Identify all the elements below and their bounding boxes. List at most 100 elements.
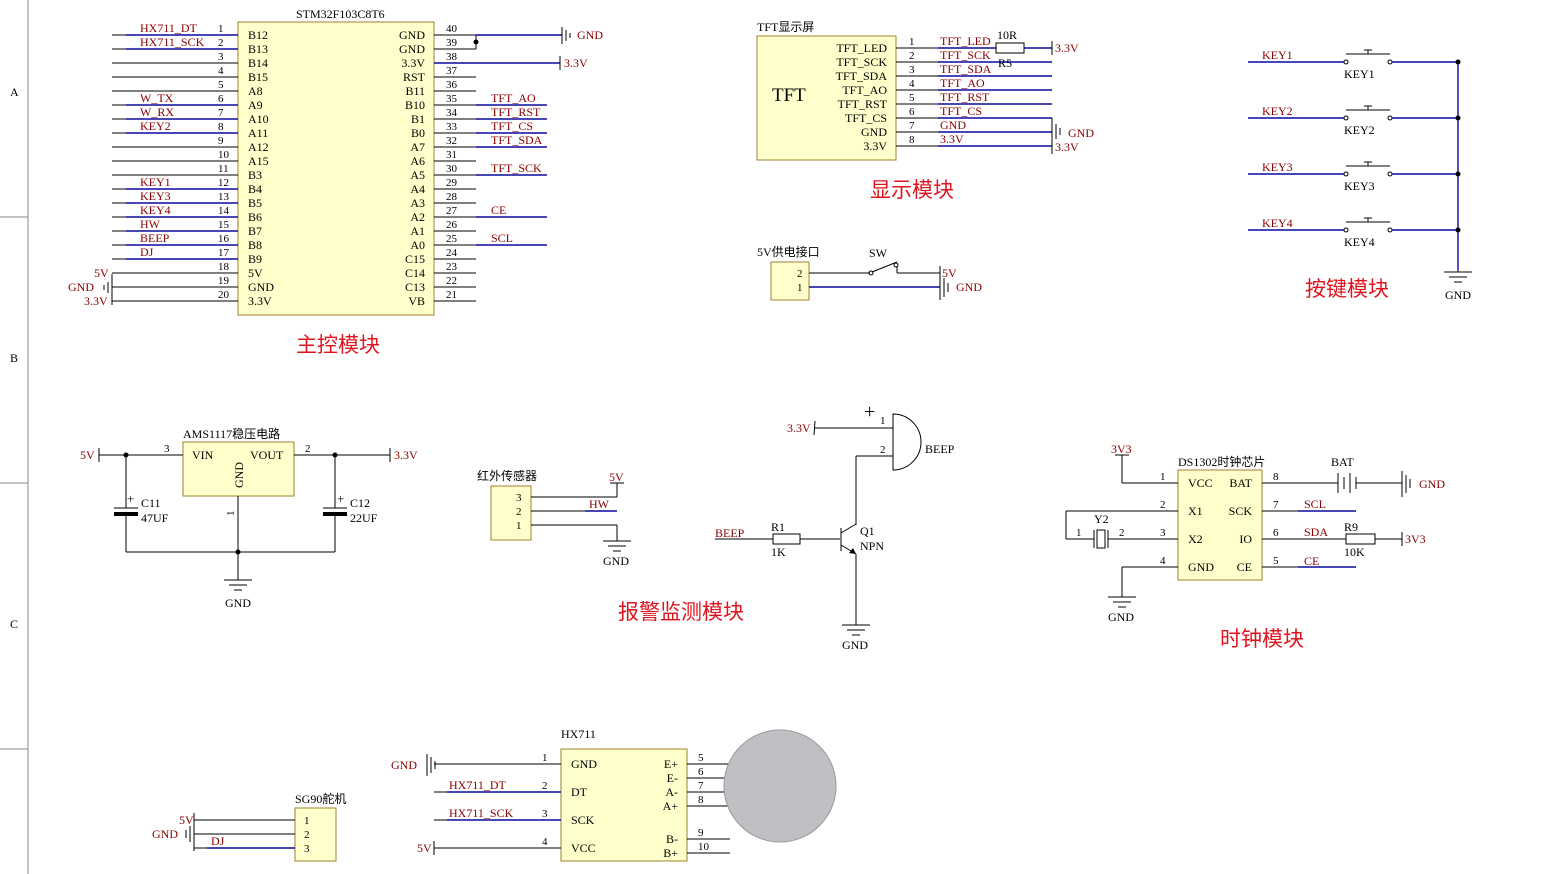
servo-pin2: 2	[304, 829, 310, 841]
ir-body	[490, 485, 532, 541]
r5-ref: R5	[998, 56, 1012, 70]
mcu-pin-name: 3.3V	[401, 56, 425, 70]
mcu-net-label: HX711_DT	[140, 21, 198, 35]
c12-value: 22UF	[350, 511, 378, 525]
svg-text:+: +	[127, 491, 134, 506]
mcu-name: STM32F103C8T6	[296, 7, 385, 21]
power-input-gnd-label: GND	[956, 280, 982, 294]
key-switch-contact	[1387, 227, 1393, 233]
rtc-pin-name: X1	[1188, 504, 1203, 518]
sheet-frame: A B C	[0, 0, 29, 874]
rtc-pin-num: 6	[1273, 527, 1279, 539]
hx711-pin-num: 8	[698, 794, 704, 806]
ams-gnd-pin-label: GND	[232, 462, 246, 488]
r1-ref: R1	[771, 520, 785, 534]
y2-pin1: 1	[1076, 527, 1082, 539]
hx711-pin-name: B+	[663, 846, 678, 860]
mcu-pin-name: A1	[410, 224, 425, 238]
tft-name: TFT显示屏	[757, 20, 814, 34]
mcu-pin-num: 8	[218, 121, 224, 133]
mcu-net-label: W_RX	[140, 105, 174, 119]
mcu-pin-name: A15	[248, 154, 269, 168]
mcu-net-label: HX711_SCK	[140, 35, 205, 49]
rtc-gnd-label: GND	[1108, 610, 1134, 624]
mcu-pin-num: 3	[218, 51, 224, 63]
r9-ref: R9	[1344, 520, 1358, 534]
mcu-net-label: SCL	[491, 231, 513, 245]
key-junction	[1455, 227, 1461, 233]
main-module-title: 主控模块	[296, 333, 380, 357]
ir-pin2: 2	[516, 506, 522, 518]
tft-pin-name: TFT_RST	[838, 97, 888, 111]
mcu-pin-num: 15	[218, 219, 230, 231]
mcu-pin-num: 29	[446, 177, 458, 189]
key-junction	[1455, 59, 1461, 65]
keys-block: GND 按键模块 KEY1KEY1KEY2KEY2KEY3KEY3KEY4KEY…	[1248, 48, 1472, 302]
tft-gnd-label: GND	[1068, 126, 1094, 140]
key-net-label: KEY1	[1262, 48, 1293, 62]
mcu-pin-name: A5	[410, 168, 425, 182]
ams-gnd-label: GND	[225, 596, 251, 610]
mcu-body	[237, 21, 435, 316]
c11-ref: C11	[141, 496, 161, 510]
transistor-input-net: BEEP	[715, 526, 745, 540]
servo-block: SG90舵机 1 2 3 5V GND DJ	[152, 791, 346, 862]
c11-value: 47UF	[141, 511, 169, 525]
mcu-pin-num: 32	[446, 135, 457, 147]
tft-pin-name: TFT_CS	[845, 111, 887, 125]
power-input-pin1: 1	[797, 282, 803, 294]
hx711-pin-num: 4	[542, 836, 548, 848]
mcu-pin-name: A8	[248, 84, 263, 98]
mcu-net-label: CE	[491, 203, 506, 217]
mcu-net-label: TFT_RST	[491, 105, 541, 119]
mcu-pin-num: 30	[446, 163, 458, 175]
ir-hw-net: HW	[589, 497, 610, 511]
rtc-scl-net: SCL	[1304, 497, 1326, 511]
mcu-pin-num: 40	[446, 23, 458, 35]
transistor-gnd-label: GND	[842, 638, 868, 652]
hx711-net-label: HX711_DT	[449, 778, 507, 792]
mcu-pin-num: 38	[446, 51, 458, 63]
mcu-pin-name: B6	[248, 210, 262, 224]
tft-net-label: TFT_SDA	[940, 62, 992, 76]
buzzer-ref: BEEP	[925, 442, 955, 456]
mcu-pin-name: GND	[248, 280, 274, 294]
hx711-pin-name: E+	[664, 757, 678, 771]
hx711-pin-num: 3	[542, 808, 548, 820]
mcu-pin-num: 25	[446, 233, 458, 245]
mcu-pin-num: 1	[218, 23, 224, 35]
hx711-name: HX711	[561, 727, 596, 741]
tft-pin-name: TFT_SDA	[836, 69, 888, 83]
servo-name: SG90舵机	[295, 791, 346, 806]
tft-net-label: TFT_LED	[940, 34, 991, 48]
tft-33v-label: 3.3V	[1055, 140, 1079, 154]
buzzer-33v-label: 3.3V	[787, 421, 811, 435]
tft-pin-num: 6	[909, 106, 915, 118]
r9-value: 10K	[1344, 545, 1365, 559]
tft-pin-num: 7	[909, 120, 915, 132]
r9-3v3-label: 3V3	[1405, 532, 1426, 546]
hx711-pin-num: 6	[698, 766, 704, 778]
mcu-pin-num: 12	[218, 177, 229, 189]
mcu-pin-num: 27	[446, 205, 458, 217]
mcu-net-label: TFT_AO	[491, 91, 536, 105]
mcu-pin-num: 18	[218, 261, 230, 273]
mcu-net-label: KEY2	[140, 119, 171, 133]
mcu-net-label: HW	[140, 217, 161, 231]
hx711-pin-name: E-	[667, 771, 678, 785]
tft-pin-name: 3.3V	[863, 139, 887, 153]
tft-pin-num: 3	[909, 64, 915, 76]
rtc-pin-num: 4	[1160, 555, 1166, 567]
hx711-pin-name: VCC	[571, 841, 596, 855]
mcu-pin-name: A3	[410, 196, 425, 210]
tft-pin-num: 4	[909, 78, 915, 90]
keys-module-title: 按键模块	[1305, 277, 1389, 301]
rtc-pin-name: CE	[1237, 560, 1252, 574]
ams-pin1: 1	[225, 511, 237, 517]
mcu-pin-name: B0	[411, 126, 425, 140]
rtc-pin-num: 7	[1273, 499, 1279, 511]
mcu-pin-name: B15	[248, 70, 268, 84]
mcu-pin-num: 23	[446, 261, 458, 273]
